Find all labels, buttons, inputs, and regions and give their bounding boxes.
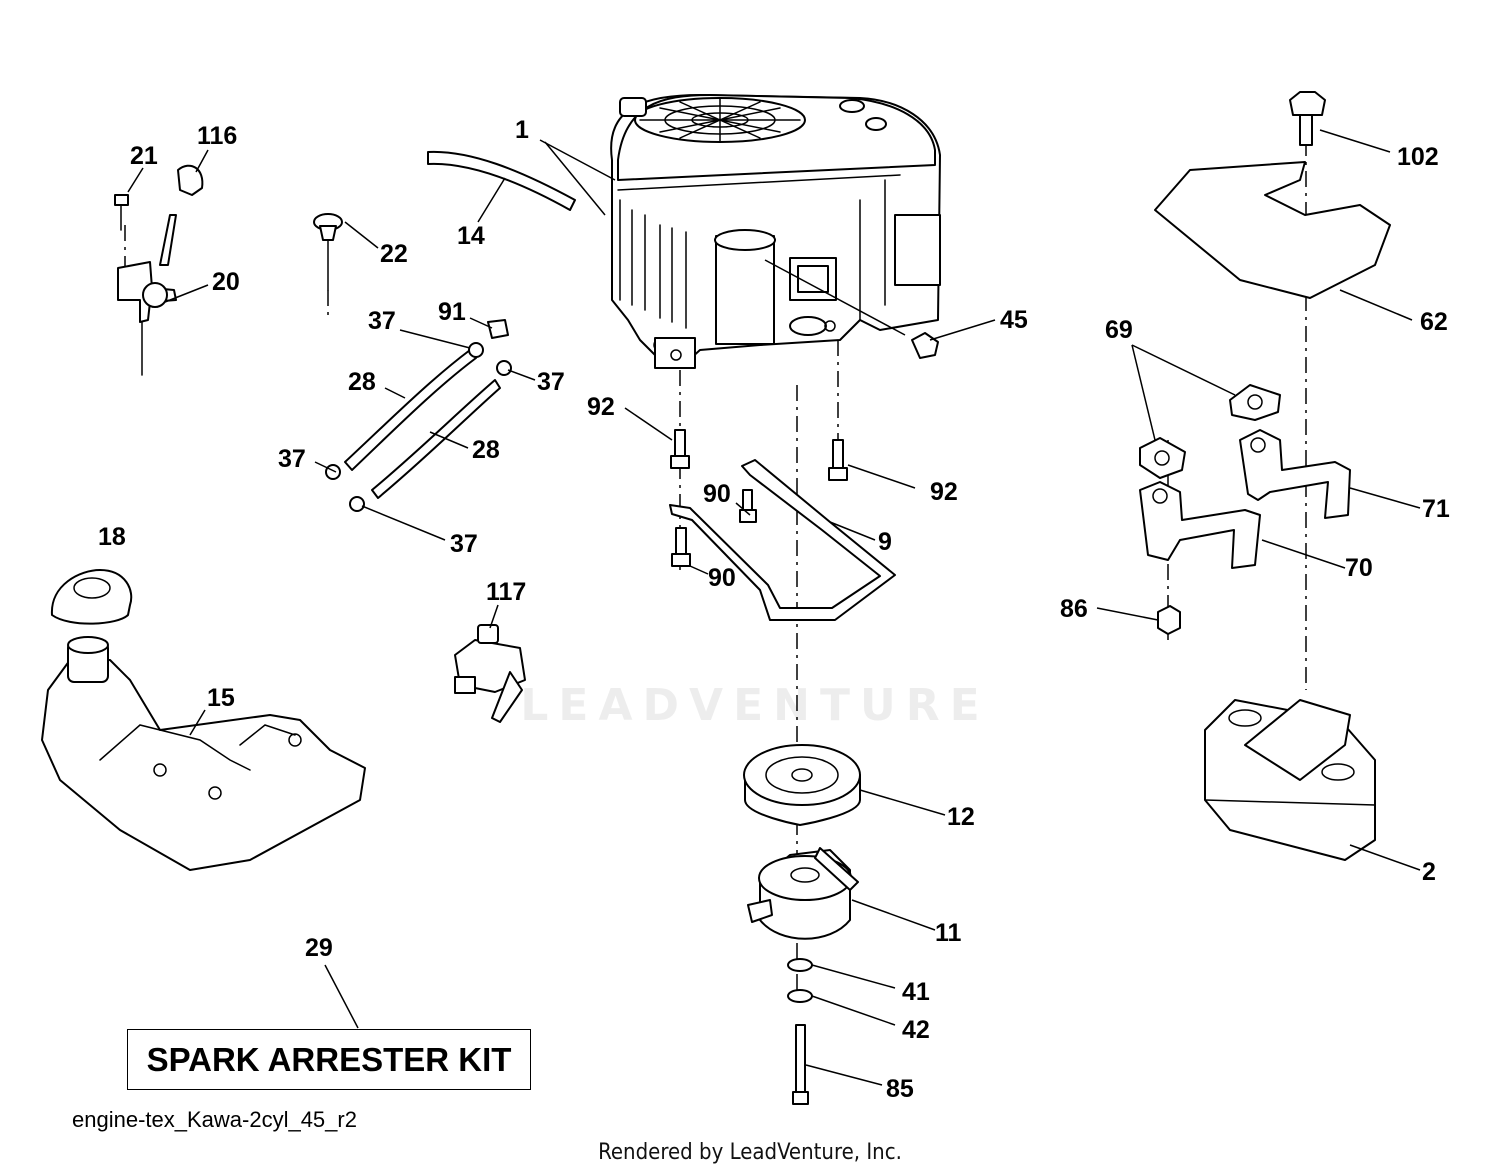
bolts-part <box>670 429 848 567</box>
pulley-part <box>743 744 861 826</box>
fuel-line-part <box>427 150 576 211</box>
callout-29: 29 <box>305 934 333 962</box>
callout-90: 90 <box>708 564 736 592</box>
heat-shield-part <box>1154 161 1391 299</box>
callout-12: 12 <box>947 803 975 831</box>
callout-102: 102 <box>1397 143 1439 171</box>
throttle-control-part <box>114 164 204 376</box>
footer-credit: Rendered by LeadVenture, Inc. <box>598 1140 902 1165</box>
hoses-part <box>325 319 512 512</box>
fuel-cap-part <box>50 569 133 625</box>
callout-14: 14 <box>457 222 485 250</box>
screw-part <box>1289 91 1326 146</box>
callout-91: 91 <box>438 298 466 326</box>
callout-1: 1 <box>515 116 529 144</box>
fuel-valve-part <box>454 624 526 723</box>
callout-20: 20 <box>212 268 240 296</box>
callout-41: 41 <box>902 978 930 1006</box>
gaskets-part <box>1139 384 1281 479</box>
spark-arrester-kit-label: SPARK ARRESTER KIT <box>146 1040 512 1078</box>
callout-37: 37 <box>368 307 396 335</box>
muffler-part <box>1204 699 1376 861</box>
exhaust-pipe-70-part <box>1139 481 1261 569</box>
callout-37: 37 <box>537 368 565 396</box>
diagram-reference: engine-tex_Kawa-2cyl_45_r2 <box>72 1107 357 1132</box>
callout-37: 37 <box>450 530 478 558</box>
callout-9: 9 <box>878 528 892 556</box>
callout-18: 18 <box>98 523 126 551</box>
nut-part <box>1157 605 1181 635</box>
callout-117: 117 <box>486 578 526 606</box>
fuel-tank-part <box>41 636 366 871</box>
callout-21: 21 <box>130 142 158 170</box>
callout-15: 15 <box>207 684 235 712</box>
callout-37: 37 <box>278 445 306 473</box>
callout-71: 71 <box>1422 495 1450 523</box>
callout-92: 92 <box>930 478 958 506</box>
callout-90: 90 <box>703 480 731 508</box>
engine-part <box>610 94 941 369</box>
washers-part <box>787 958 813 1105</box>
callout-92: 92 <box>587 393 615 421</box>
clutch-part <box>747 847 859 940</box>
callout-70: 70 <box>1345 554 1373 582</box>
callout-28: 28 <box>472 436 500 464</box>
callout-2: 2 <box>1422 858 1436 886</box>
callout-42: 42 <box>902 1016 930 1044</box>
callout-45: 45 <box>1000 306 1028 334</box>
callout-86: 86 <box>1060 595 1088 623</box>
callout-22: 22 <box>380 240 408 268</box>
callout-116: 116 <box>197 122 237 150</box>
bracket-part <box>669 459 896 621</box>
callouts: 1 14 116 21 20 22 45 102 62 69 37 91 37 … <box>98 116 1450 1103</box>
spark-plug-part <box>911 332 939 359</box>
callout-62: 62 <box>1420 308 1448 336</box>
callout-85: 85 <box>886 1075 914 1103</box>
leader-lines <box>127 129 1421 1086</box>
callout-69: 69 <box>1105 316 1133 344</box>
callout-28: 28 <box>348 368 376 396</box>
exhaust-pipe-71-part <box>1239 429 1351 519</box>
choke-part <box>313 213 343 291</box>
spark-arrester-kit-box: SPARK ARRESTER KIT <box>127 1029 531 1090</box>
callout-11: 11 <box>935 919 962 947</box>
